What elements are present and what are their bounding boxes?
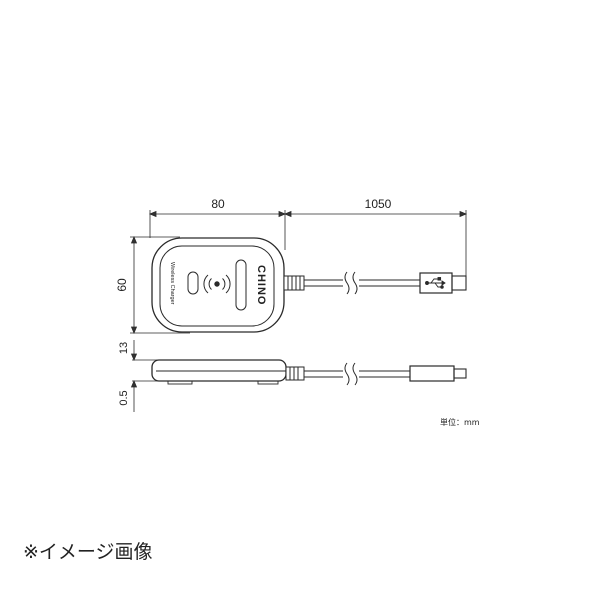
arrow-down xyxy=(130,353,138,362)
width-dimension xyxy=(148,210,287,250)
side-usb-plug-body xyxy=(409,365,455,382)
foot-label: 0.5 xyxy=(118,390,130,405)
arrow-right xyxy=(459,210,468,218)
cable-dimension xyxy=(283,210,468,278)
arrow-right xyxy=(278,210,287,218)
grip-slot xyxy=(235,259,247,311)
thickness-dimension xyxy=(130,340,165,412)
charger-side-body xyxy=(151,359,287,382)
cable-length-label: 1050 xyxy=(365,197,392,211)
usb-plug xyxy=(419,272,467,294)
arrow-left xyxy=(148,210,157,218)
charger-face xyxy=(159,245,275,327)
cable-break-icon xyxy=(343,271,359,295)
arrow-bottom xyxy=(130,326,138,335)
brand-label: CHINO xyxy=(255,265,267,305)
height-dimension xyxy=(130,235,190,335)
status-led-window xyxy=(187,271,199,295)
rubber-foot-left xyxy=(167,380,193,385)
arrow-top xyxy=(130,235,138,244)
thickness-label: 13 xyxy=(118,342,130,354)
arrow-left xyxy=(283,210,292,218)
side-usb-plug-metal xyxy=(453,368,467,379)
usb-icon xyxy=(425,277,446,289)
height-label: 60 xyxy=(115,278,129,292)
image-caption: ※イメージ画像 xyxy=(23,541,153,563)
cable-strain-relief xyxy=(283,275,305,291)
width-label: 80 xyxy=(211,197,225,211)
top-view xyxy=(130,210,468,335)
side-view xyxy=(130,340,467,412)
side-cable-break-icon xyxy=(343,362,359,386)
units-note: 単位：mm xyxy=(440,417,480,427)
side-label: Wireless Charger xyxy=(169,262,175,305)
usb-plug-metal xyxy=(451,275,467,291)
side-strain-relief xyxy=(285,366,305,381)
rubber-foot-right xyxy=(257,380,279,385)
wireless-charging-icon xyxy=(203,274,231,294)
